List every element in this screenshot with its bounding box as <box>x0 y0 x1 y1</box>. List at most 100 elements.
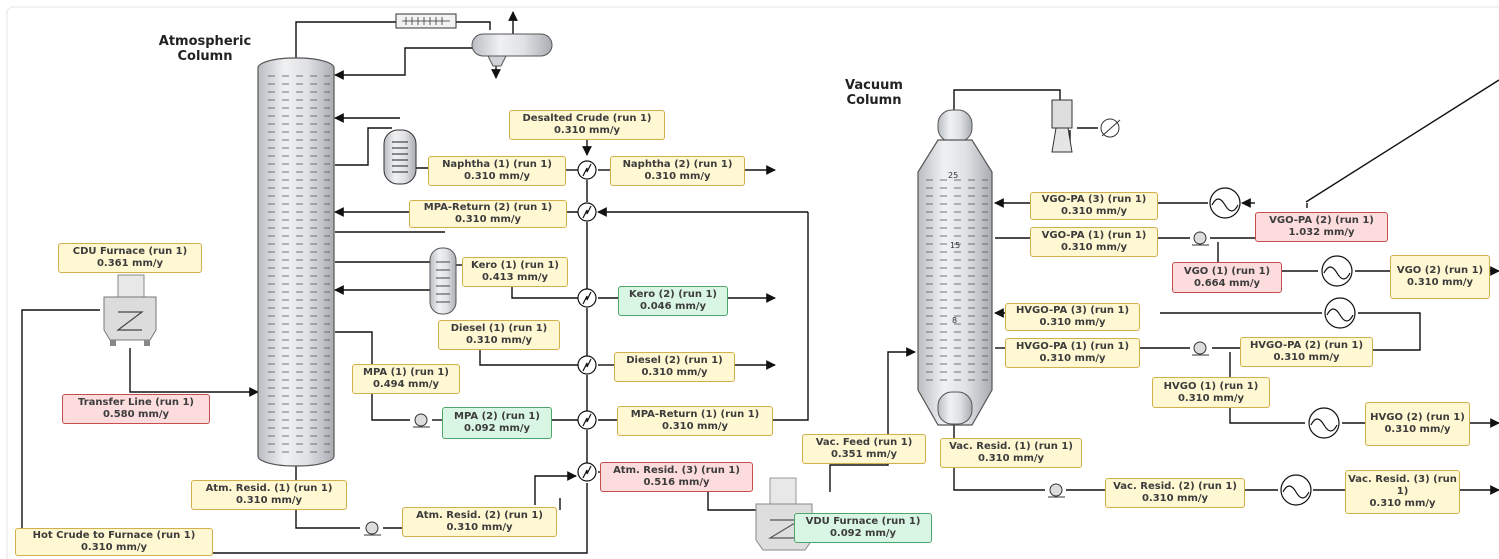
stream-vac-resid-3-name: Vac. Resid. (3) (run 1) <box>1348 474 1457 497</box>
stream-kero-2-rate: 0.046 mm/y <box>639 301 707 312</box>
stream-vgo-pa-1-name: VGO-PA (1) (run 1) <box>1041 230 1147 241</box>
stream-kero-1[interactable]: Kero (1) (run 1)0.413 mm/y <box>462 257 568 287</box>
stream-kero-1-name: Kero (1) (run 1) <box>471 260 559 271</box>
stream-vac-resid-3-rate: 0.310 mm/y <box>1369 498 1436 509</box>
stream-transfer-line[interactable]: Transfer Line (run 1)0.580 mm/y <box>62 394 210 424</box>
overhead-condenser <box>395 13 457 29</box>
vacuum-column <box>917 109 993 426</box>
stream-atm-resid-1-name: Atm. Resid. (1) (run 1) <box>205 483 333 494</box>
stream-atm-resid-1-rate: 0.310 mm/y <box>235 495 303 506</box>
stream-mpa-return-1-rate: 0.310 mm/y <box>661 421 729 432</box>
naphtha-stripper <box>383 129 417 185</box>
stream-hvgo-1-rate: 0.310 mm/y <box>1177 392 1245 404</box>
tray-number-25: 25 <box>948 171 959 180</box>
stream-mpa-return-2[interactable]: MPA-Return (2) (run 1)0.310 mm/y <box>409 200 567 228</box>
stream-mpa-2[interactable]: MPA (2) (run 1)0.092 mm/y <box>442 407 552 439</box>
stream-vgo-2[interactable]: VGO (2) (run 1)0.310 mm/y <box>1390 255 1490 299</box>
stream-atm-resid-3[interactable]: Atm. Resid. (3) (run 1)0.516 mm/y <box>600 462 753 492</box>
stream-kero-2[interactable]: Kero (2) (run 1)0.046 mm/y <box>618 286 728 316</box>
stream-kero-2-name: Kero (2) (run 1) <box>629 289 717 300</box>
stream-vdu-furnace[interactable]: VDU Furnace (run 1)0.092 mm/y <box>794 513 932 543</box>
stream-desalted-crude-name: Desalted Crude (run 1) <box>522 113 652 124</box>
stream-vgo-pa-2[interactable]: VGO-PA (2) (run 1)1.032 mm/y <box>1255 212 1388 242</box>
stream-naphtha-2-rate: 0.310 mm/y <box>644 171 711 182</box>
stream-vac-resid-3[interactable]: Vac. Resid. (3) (run 1)0.310 mm/y <box>1345 470 1460 514</box>
stream-atm-resid-2[interactable]: Atm. Resid. (2) (run 1)0.310 mm/y <box>402 507 557 537</box>
stream-hvgo-pa-1[interactable]: HVGO-PA (1) (run 1)0.310 mm/y <box>1005 338 1140 368</box>
stream-hot-crude-to-furnace[interactable]: Hot Crude to Furnace (run 1)0.310 mm/y <box>15 528 213 556</box>
stream-vac-feed-name: Vac. Feed (run 1) <box>815 437 913 448</box>
stream-vgo-2-rate: 0.310 mm/y <box>1406 277 1474 288</box>
stream-mpa-return-1[interactable]: MPA-Return (1) (run 1)0.310 mm/y <box>617 406 773 436</box>
exchangers-vac <box>1209 187 1356 506</box>
stream-diesel-2-rate: 0.310 mm/y <box>641 367 708 378</box>
stream-vac-resid-1-rate: 0.310 mm/y <box>977 453 1045 464</box>
stream-transfer-line-name: Transfer Line (run 1) <box>78 397 194 408</box>
stream-vac-feed[interactable]: Vac. Feed (run 1)0.351 mm/y <box>802 434 926 464</box>
stream-vgo-pa-2-rate: 1.032 mm/y <box>1288 227 1355 238</box>
stream-hvgo-pa-3-rate: 0.310 mm/y <box>1039 317 1106 328</box>
stream-vgo-1[interactable]: VGO (1) (run 1)0.664 mm/y <box>1172 262 1282 293</box>
stream-hvgo-pa-1-name: HVGO-PA (1) (run 1) <box>1015 341 1130 352</box>
stream-hvgo-1[interactable]: HVGO (1) (run 1)0.310 mm/y <box>1152 377 1270 408</box>
stream-hvgo-pa-2-rate: 0.310 mm/y <box>1273 352 1340 363</box>
stream-vgo-pa-1[interactable]: VGO-PA (1) (run 1)0.310 mm/y <box>1030 227 1158 257</box>
stream-vac-feed-rate: 0.351 mm/y <box>830 449 898 460</box>
stream-vgo-pa-3-name: VGO-PA (3) (run 1) <box>1041 194 1147 205</box>
vacuum-column-title: Vacuum Column <box>838 78 910 108</box>
stream-vgo-pa-2-name: VGO-PA (2) (run 1) <box>1269 215 1374 226</box>
stream-cdu-furnace[interactable]: CDU Furnace (run 1)0.361 mm/y <box>58 243 202 273</box>
stream-diesel-1-name: Diesel (1) (run 1) <box>450 323 548 334</box>
stream-hvgo-2[interactable]: HVGO (2) (run 1)0.310 mm/y <box>1365 402 1470 446</box>
stream-atm-resid-2-rate: 0.310 mm/y <box>446 522 513 533</box>
stream-cdu-furnace-name: CDU Furnace (run 1) <box>72 246 188 257</box>
stream-vac-resid-1[interactable]: Vac. Resid. (1) (run 1)0.310 mm/y <box>940 438 1082 468</box>
stream-mpa-return-2-name: MPA-Return (2) (run 1) <box>423 202 553 213</box>
atmospheric-column-title: Atmospheric Column <box>140 34 270 64</box>
pumps-atm <box>364 413 430 536</box>
stream-desalted-crude[interactable]: Desalted Crude (run 1)0.310 mm/y <box>509 110 665 140</box>
stream-diesel-1[interactable]: Diesel (1) (run 1)0.310 mm/y <box>438 320 560 350</box>
stream-vgo-pa-1-rate: 0.310 mm/y <box>1060 242 1128 253</box>
stream-transfer-line-rate: 0.580 mm/y <box>102 409 170 420</box>
pumps-vac <box>1048 231 1209 498</box>
vacuum-title-line2: Column <box>846 93 902 108</box>
stream-mpa-2-name: MPA (2) (run 1) <box>454 411 540 422</box>
stream-diesel-2[interactable]: Diesel (2) (run 1)0.310 mm/y <box>614 352 735 382</box>
stream-kero-1-rate: 0.413 mm/y <box>481 272 549 283</box>
ejector <box>1051 99 1121 153</box>
tray-number-8: 8 <box>952 316 958 325</box>
stream-mpa-return-2-rate: 0.310 mm/y <box>454 214 522 225</box>
stream-vgo-1-name: VGO (1) (run 1) <box>1183 265 1271 277</box>
stream-vgo-pa-3[interactable]: VGO-PA (3) (run 1)0.310 mm/y <box>1030 192 1158 220</box>
stream-naphtha-1[interactable]: Naphtha (1) (run 1)0.310 mm/y <box>428 156 566 186</box>
stream-hot-crude-name: Hot Crude to Furnace (run 1) <box>32 530 196 541</box>
stream-hvgo-pa-3[interactable]: HVGO-PA (3) (run 1)0.310 mm/y <box>1005 303 1140 331</box>
stream-hvgo-pa-3-name: HVGO-PA (3) (run 1) <box>1015 305 1130 316</box>
stream-mpa-1[interactable]: MPA (1) (run 1)0.494 mm/y <box>352 364 460 394</box>
tray-number-15: 15 <box>950 241 961 250</box>
stream-hvgo-2-rate: 0.310 mm/y <box>1384 424 1451 435</box>
canvas-card <box>6 6 1499 559</box>
stream-hvgo-pa-1-rate: 0.310 mm/y <box>1039 353 1106 364</box>
stream-vac-resid-2-name: Vac. Resid. (2) (run 1) <box>1113 481 1237 492</box>
stream-atm-resid-1[interactable]: Atm. Resid. (1) (run 1)0.310 mm/y <box>191 480 347 510</box>
stream-vdu-furnace-name: VDU Furnace (run 1) <box>805 516 921 527</box>
stream-diesel-1-rate: 0.310 mm/y <box>465 335 533 346</box>
exchangers-atm <box>577 160 597 482</box>
reflux-drum <box>471 33 553 67</box>
stream-vdu-furnace-rate: 0.092 mm/y <box>829 528 897 539</box>
stream-vac-resid-2[interactable]: Vac. Resid. (2) (run 1)0.310 mm/y <box>1105 478 1245 508</box>
atmospheric-title-line1: Atmospheric <box>158 34 252 49</box>
vacuum-title-line1: Vacuum <box>845 78 903 93</box>
stream-mpa-1-name: MPA (1) (run 1) <box>363 367 449 378</box>
cdu-furnace <box>103 274 157 346</box>
side-stripper <box>429 247 457 315</box>
stream-hvgo-pa-2[interactable]: HVGO-PA (2) (run 1)0.310 mm/y <box>1240 337 1373 367</box>
stream-naphtha-2[interactable]: Naphtha (2) (run 1)0.310 mm/y <box>610 156 745 186</box>
stream-hot-crude-rate: 0.310 mm/y <box>80 542 148 553</box>
atmospheric-title-line2: Column <box>177 49 233 64</box>
stream-vgo-1-rate: 0.664 mm/y <box>1193 277 1261 289</box>
stream-hvgo-1-name: HVGO (1) (run 1) <box>1163 380 1259 392</box>
